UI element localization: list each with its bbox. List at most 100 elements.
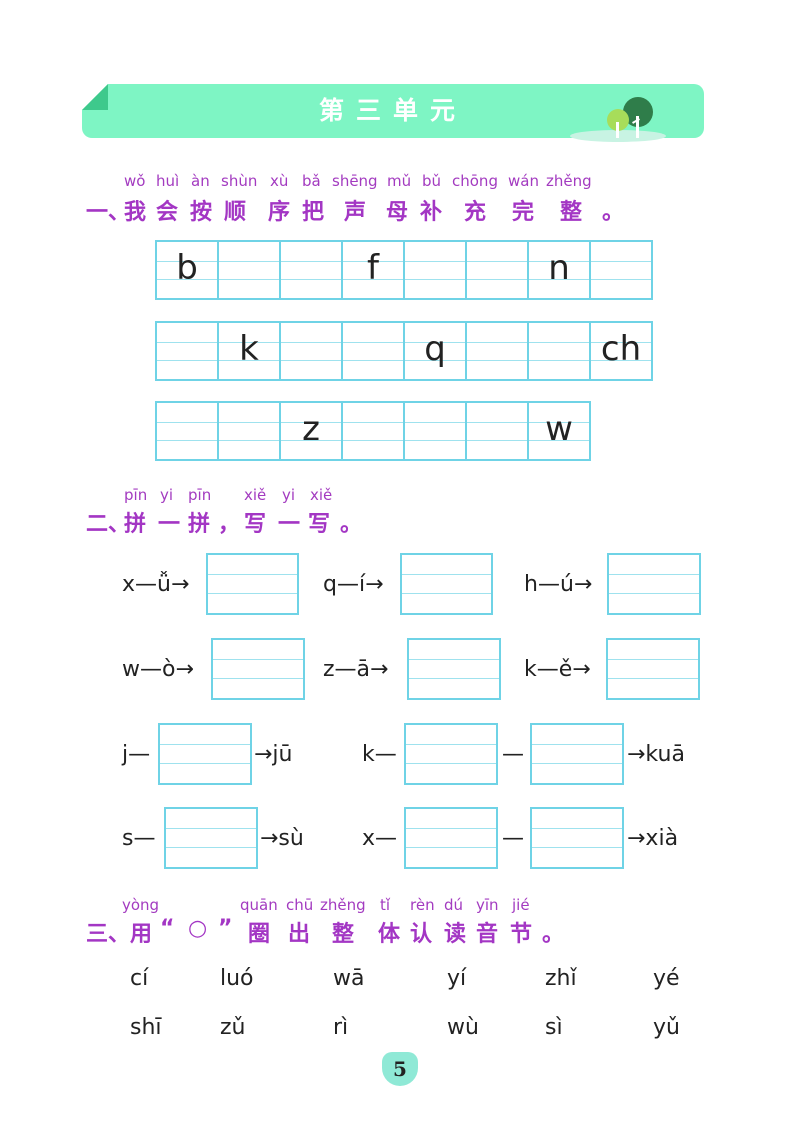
heading-part: 出 [288, 922, 311, 947]
pinyin-expression: →jū [254, 742, 293, 767]
answer-box[interactable] [530, 807, 624, 869]
tree-illustration [570, 97, 666, 142]
heading-part: 充 [464, 200, 487, 225]
pinyin: jié [512, 896, 530, 914]
initials-row-3: z w [155, 401, 591, 461]
answer-box[interactable] [606, 638, 700, 700]
pinyin: xiě [244, 486, 267, 504]
heading-part: ○ [188, 916, 208, 941]
heading-part: 按 [190, 200, 213, 225]
writing-cell[interactable]: q [403, 321, 467, 381]
writing-cell[interactable]: b [155, 240, 219, 300]
pinyin: shùn [221, 172, 258, 190]
answer-box[interactable] [407, 638, 501, 700]
writing-cell[interactable] [465, 401, 529, 461]
syllable[interactable]: rì [333, 1015, 349, 1040]
writing-cell[interactable] [155, 401, 219, 461]
writing-cell[interactable] [155, 321, 219, 381]
section2-pinyin: pīn yi pīn xiě yi xiě [0, 486, 800, 506]
pinyin-expression: k— [362, 742, 397, 767]
writing-cell[interactable]: ch [589, 321, 653, 381]
syllable[interactable]: yí [447, 966, 467, 991]
writing-cell[interactable] [527, 321, 591, 381]
heading-part: 完 [512, 200, 535, 225]
writing-cell[interactable] [465, 240, 529, 300]
pinyin-expression: →kuā [627, 742, 685, 767]
syllable[interactable]: yé [653, 966, 680, 991]
writing-cell[interactable]: n [527, 240, 591, 300]
syllable[interactable]: luó [220, 966, 254, 991]
answer-box[interactable] [158, 723, 252, 785]
answer-box[interactable] [211, 638, 305, 700]
heading-part: ” [218, 916, 233, 941]
writing-cell[interactable] [279, 321, 343, 381]
answer-box[interactable] [206, 553, 299, 615]
writing-cell[interactable] [341, 401, 405, 461]
syllable[interactable]: wā [333, 966, 365, 991]
heading-part: 用 [130, 922, 153, 947]
writing-cell[interactable] [403, 401, 467, 461]
syllable[interactable]: zǔ [220, 1015, 246, 1040]
answer-box[interactable] [164, 807, 258, 869]
answer-box[interactable] [607, 553, 701, 615]
writing-cell[interactable] [217, 401, 281, 461]
answer-box[interactable] [404, 723, 498, 785]
pinyin: yòng [122, 896, 160, 914]
pinyin-expression: j— [122, 742, 151, 767]
syllable[interactable]: yǔ [653, 1015, 680, 1040]
pinyin-expression: →xià [627, 826, 679, 851]
answer-box[interactable] [530, 723, 624, 785]
heading-part: 会 [156, 200, 179, 225]
syllable[interactable]: zhǐ [545, 966, 577, 991]
writing-cell[interactable]: z [279, 401, 343, 461]
heading-part: 写 [244, 512, 267, 537]
writing-cell[interactable] [341, 321, 405, 381]
syllable[interactable]: sì [545, 1015, 563, 1040]
heading-part: 我 [124, 200, 147, 225]
heading-part: 一 [278, 512, 301, 537]
pinyin: dú [444, 896, 464, 914]
answer-box[interactable] [400, 553, 493, 615]
pinyin: shēng [332, 172, 378, 190]
pinyin: pīn [188, 486, 212, 504]
pinyin-expression: →sù [260, 826, 304, 851]
pinyin: tǐ [380, 896, 391, 914]
heading-part: 三、 [86, 922, 131, 947]
heading-part: 补 [420, 200, 443, 225]
pinyin: bǔ [422, 172, 442, 190]
heading-part: 体 [378, 922, 401, 947]
syllable[interactable]: shī [130, 1015, 162, 1040]
writing-cell[interactable] [279, 240, 343, 300]
syllable[interactable]: wù [447, 1015, 479, 1040]
pinyin-expression: x—ǚ→ [122, 572, 190, 597]
pinyin: chōng [452, 172, 498, 190]
heading-part: 节 [510, 922, 533, 947]
pinyin: àn [191, 172, 210, 190]
heading-part: ， [218, 512, 241, 537]
cell-letter: n [548, 248, 570, 288]
heading-part: 整 [560, 200, 583, 225]
pinyin-expression: x— [362, 826, 398, 851]
heading-part: 母 [386, 200, 409, 225]
section3-heading: 三、 用 “ ○ ” 圈 出 整 体 认 读 音 节 。 [0, 916, 800, 947]
heading-part: 拼 [188, 512, 211, 537]
pinyin-expression: — [502, 826, 524, 851]
pinyin-expression: h—ú→ [524, 572, 593, 597]
cell-letter: ch [600, 329, 642, 369]
writing-cell[interactable]: k [217, 321, 281, 381]
writing-cell[interactable] [217, 240, 281, 300]
writing-cell[interactable] [589, 240, 653, 300]
pinyin: zhěng [546, 172, 592, 190]
section1-heading: 一、 我 会 按 顺 序 把 声 母 补 充 完 整 。 [0, 194, 800, 225]
answer-box[interactable] [404, 807, 498, 869]
writing-cell[interactable] [403, 240, 467, 300]
writing-cell[interactable]: w [527, 401, 591, 461]
pinyin: wǒ [124, 172, 146, 190]
syllable[interactable]: cí [130, 966, 149, 991]
pinyin: yi [160, 486, 174, 504]
writing-cell[interactable] [465, 321, 529, 381]
heading-part: 拼 [124, 512, 147, 537]
section3-pinyin: yòng quān chū zhěng tǐ rèn dú yīn jié [0, 896, 800, 916]
heading-part: 圈 [248, 922, 271, 947]
writing-cell[interactable]: f [341, 240, 405, 300]
